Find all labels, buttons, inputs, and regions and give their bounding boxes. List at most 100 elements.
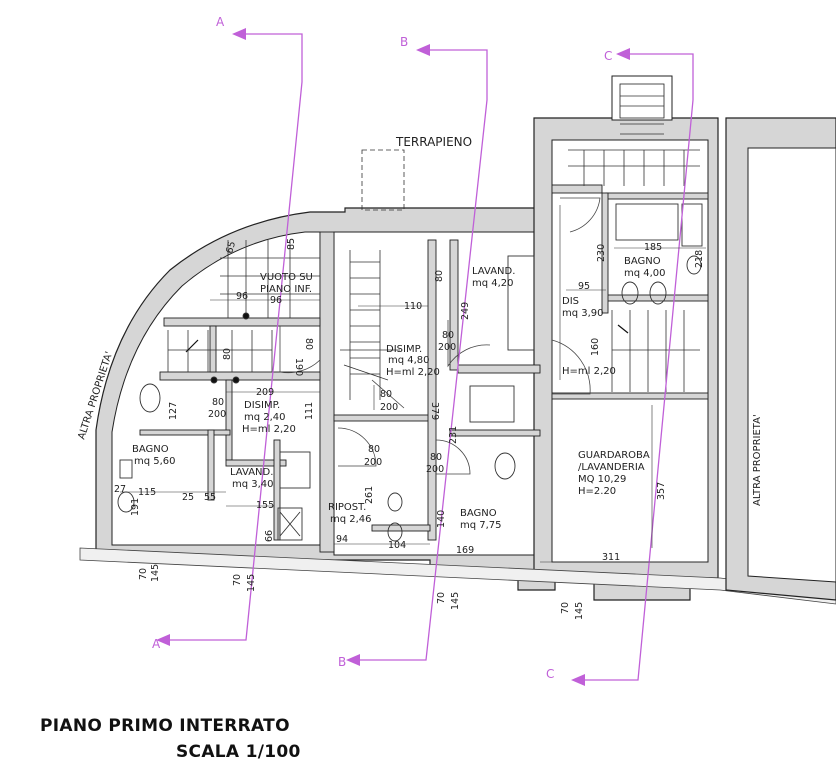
stairs-left-mid (167, 330, 273, 372)
section-label-c-bottom: C (546, 667, 554, 681)
lavand-top-label-2: mq 4,20 (472, 278, 514, 289)
svg-text:80: 80 (368, 444, 380, 455)
svg-text:379: 379 (429, 402, 440, 420)
svg-text:27: 27 (114, 484, 126, 495)
stairs-right-mid (611, 310, 700, 392)
svg-text:191: 191 (130, 498, 141, 516)
svg-text:200: 200 (208, 409, 226, 420)
guardaroba-label-2: /LAVANDERIA (578, 462, 645, 473)
stairs-middle (340, 250, 400, 400)
guardaroba-label-4: H=2.20 (578, 486, 616, 497)
svg-text:65: 65 (224, 240, 238, 255)
svg-text:261: 261 (364, 486, 375, 504)
svg-text:104: 104 (388, 540, 406, 551)
svg-text:140: 140 (436, 510, 447, 528)
section-label-b-bottom: B (338, 655, 346, 669)
svg-text:145: 145 (450, 592, 461, 610)
bagno-left-label-1: BAGNO (132, 444, 169, 455)
svg-text:95: 95 (578, 281, 590, 292)
svg-text:111: 111 (304, 402, 315, 420)
svg-text:230: 230 (596, 244, 607, 262)
doors (279, 197, 601, 475)
stairs-left-top (220, 240, 320, 318)
svg-text:70: 70 (232, 574, 243, 586)
disimp-mid-label-3: H=ml 2,20 (386, 367, 440, 378)
svg-text:55: 55 (204, 492, 216, 503)
h-right-label: H=ml 2,20 (562, 366, 616, 377)
altra-proprieta-right-label: ALTRA PROPRIETA' (752, 414, 763, 506)
svg-text:80: 80 (434, 270, 445, 282)
disimp-mid-label-2: mq 4,80 (388, 355, 430, 366)
dimension-lines (120, 205, 706, 563)
svg-text:209: 209 (256, 387, 274, 398)
guardaroba-label-1: GUARDAROBA (578, 450, 650, 461)
fixtures (117, 203, 703, 542)
svg-text:190: 190 (293, 358, 304, 376)
vuoto-label-1: VUOTO SU (260, 272, 313, 283)
partitions (139, 184, 709, 553)
svg-text:80: 80 (442, 330, 454, 341)
ripost-label-2: mq 2,46 (330, 514, 372, 525)
dis-label-1: DIS (562, 296, 579, 307)
disimp-left-label-1: DISIMP. (244, 400, 280, 411)
dimension-numbers: 65 85 96 96 80 110 249 80 200 190 80 80 … (114, 238, 705, 620)
svg-text:311: 311 (602, 552, 620, 563)
bagno-mid-label-2: mq 7,75 (460, 520, 502, 531)
terrapieno-stair-dashed (361, 149, 405, 211)
section-label-a-top: A (216, 15, 225, 29)
stairs-right-top (568, 95, 700, 186)
disimp-mid-label-1: DISIMP. (386, 344, 422, 355)
svg-text:200: 200 (364, 457, 382, 468)
svg-text:127: 127 (168, 402, 179, 420)
svg-text:70: 70 (560, 602, 571, 614)
bagno-right-label-2: mq 4,00 (624, 268, 666, 279)
svg-text:115: 115 (138, 487, 156, 498)
svg-text:185: 185 (644, 242, 662, 253)
svg-text:80: 80 (222, 348, 233, 360)
section-lines (156, 28, 694, 686)
svg-text:145: 145 (574, 602, 585, 620)
svg-text:160: 160 (590, 338, 601, 356)
svg-text:80: 80 (430, 452, 442, 463)
svg-text:145: 145 (150, 564, 161, 582)
vuoto-label-2: PIANO INF. (260, 284, 312, 295)
neighbor-void-right (747, 147, 836, 583)
svg-text:80: 80 (212, 397, 224, 408)
svg-text:70: 70 (436, 592, 447, 604)
svg-text:80: 80 (303, 338, 314, 350)
svg-text:94: 94 (336, 534, 348, 545)
disimp-left-label-3: H=ml 2,20 (242, 424, 296, 435)
svg-text:218: 218 (694, 250, 705, 268)
skylight-inner (619, 83, 665, 119)
dis-label-2: mq 3,90 (562, 308, 604, 319)
guardaroba-label-3: MQ 10,29 (578, 474, 626, 485)
svg-text:200: 200 (380, 402, 398, 413)
svg-text:96: 96 (270, 295, 282, 306)
bagno-right-label-1: BAGNO (624, 256, 661, 267)
svg-text:96: 96 (236, 291, 248, 302)
svg-text:200: 200 (426, 464, 444, 475)
section-label-a-bottom: A (152, 637, 161, 651)
disimp-left-label-2: mq 2,40 (244, 412, 286, 423)
lavand-left-label-2: mq 3,40 (232, 479, 274, 490)
lavand-left-label-1: LAVAND. (230, 467, 273, 478)
svg-text:66: 66 (264, 530, 275, 542)
svg-text:145: 145 (246, 574, 257, 592)
plan-title: PIANO PRIMO INTERRATO (40, 716, 290, 736)
svg-text:25: 25 (182, 492, 194, 503)
section-label-b-top: B (400, 35, 408, 49)
svg-text:231: 231 (448, 426, 459, 444)
skylight-box (611, 75, 673, 121)
svg-text:200: 200 (438, 342, 456, 353)
bagno-left-label-2: mq 5,60 (134, 456, 176, 467)
ripost-label-1: RIPOST. (328, 502, 366, 513)
svg-text:249: 249 (460, 302, 471, 320)
svg-text:357: 357 (656, 482, 667, 500)
svg-text:110: 110 (404, 301, 422, 312)
bagno-mid-label-1: BAGNO (460, 508, 497, 519)
svg-text:70: 70 (138, 568, 149, 580)
section-label-c-top: C (604, 49, 612, 63)
terrapieno-label: TERRAPIENO (395, 135, 472, 149)
lavand-top-label-1: LAVAND. (472, 266, 515, 277)
